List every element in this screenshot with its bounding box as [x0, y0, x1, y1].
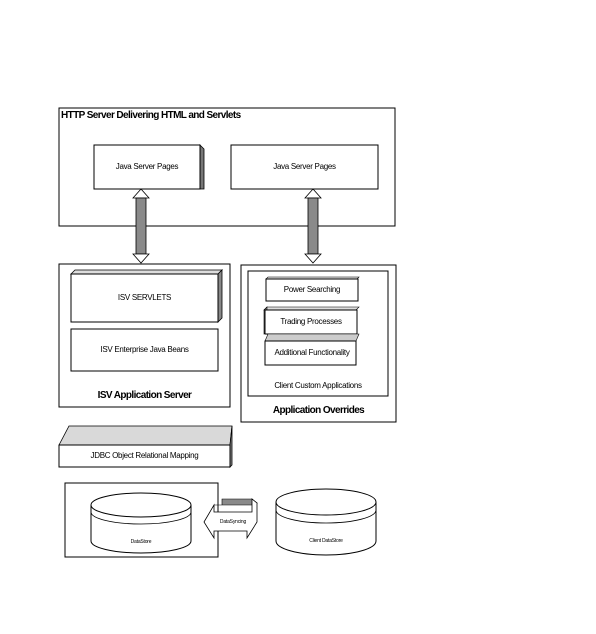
power-searching-label: Power Searching [283, 285, 341, 294]
beans-box [70, 328, 219, 372]
sync-arrow [203, 498, 258, 540]
http-server-title: HTTP Server Delivering HTML and Servlets [61, 110, 241, 121]
overrides-title: Application Overrides [272, 405, 365, 416]
servlets-label: ISV SERVLETS [117, 293, 172, 302]
jsp-left-shadow [199, 144, 205, 190]
jdbc-label: JDBC Object Relational Mapping [90, 451, 199, 460]
jsp-right-box [230, 144, 379, 190]
jsp-left-label: Java Server Pages [115, 162, 179, 171]
arrow-left-connector [132, 188, 150, 264]
sync-label: DataSyncing [219, 519, 247, 525]
isv-server-title: ISV Application Server [97, 390, 192, 401]
trading-processes-label: Trading Processes [280, 317, 342, 326]
beans-label: ISV Enterprise Java Beans [100, 345, 189, 354]
jdbc-box [58, 444, 231, 468]
datastore-left-label: DataStore [130, 539, 152, 545]
additional-functionality-box [264, 340, 357, 366]
client-apps-label: Client Custom Applications [274, 381, 362, 390]
arrow-right-connector [304, 188, 322, 264]
trading-processes-box [264, 309, 358, 335]
power-searching-box [265, 278, 359, 302]
datastore-left-cylinder [90, 492, 192, 554]
datastore-right-label: Client DataStore [309, 538, 343, 544]
jsp-right-label: Java Server Pages [273, 162, 336, 171]
datastore-right-cylinder [275, 488, 377, 556]
additional-functionality-label: Additional Functionality [274, 348, 350, 357]
servlets-box [70, 273, 219, 323]
jsp-left-box [93, 144, 201, 190]
jdbc-top-face [58, 425, 233, 446]
